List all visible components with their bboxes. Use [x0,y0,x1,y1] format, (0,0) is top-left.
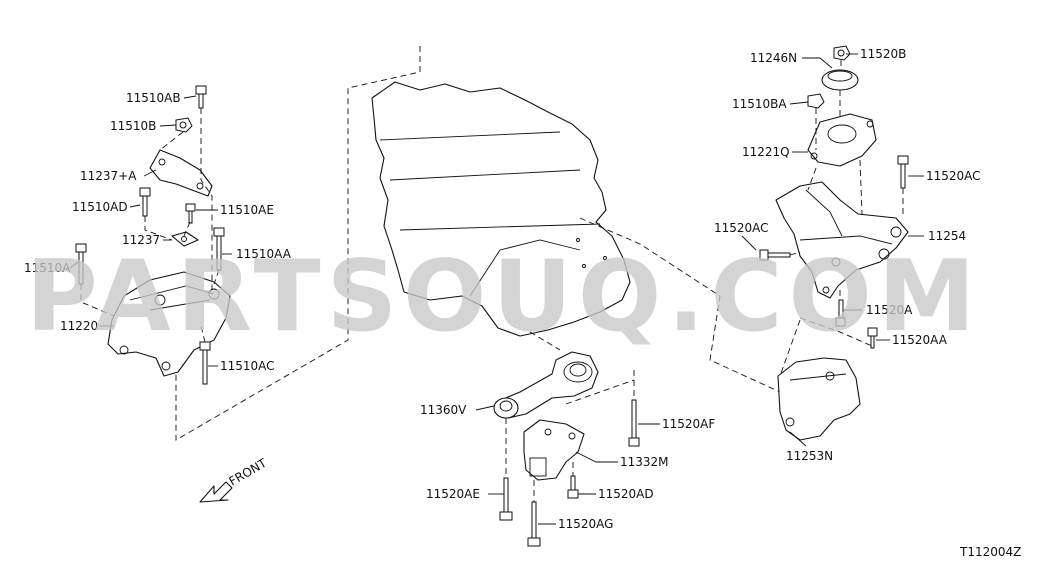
label-11520AE: 11520AE [426,487,480,501]
label-11520B: 11520B [860,47,906,61]
front-arrow-icon [199,481,233,503]
label-11510AA: 11510AA [236,247,292,261]
nut-11510B-icon [175,117,193,133]
label-11221Q: 11221Q [742,145,790,159]
label-11510AD: 11510AD [72,200,128,214]
torque-rod-assembly [493,351,640,547]
plate-11237-icon [171,231,199,247]
label-11510A: 11510A [24,261,71,275]
left-mount-assembly [75,85,231,385]
torque-rod-11360V [495,351,599,419]
engine-block [371,81,631,337]
label-11520AG: 11520AG [558,517,613,531]
bolt-11520A-icon [835,299,846,327]
label-11510B: 11510B [110,119,156,133]
label-11520AA: 11520AA [892,333,948,347]
front-label: FRONT [227,456,270,489]
bolt-11520AC-top-icon [897,155,909,189]
callout-labels: 11510AB 11510B 11237+A 11510AD 11510AE 1… [24,47,981,531]
mount-11253N [777,357,861,441]
nut-11510BA-icon [807,93,825,109]
nut-11520B-icon [833,45,851,61]
front-direction-indicator: FRONT [199,456,270,503]
bracket-11254 [775,181,909,299]
engine-phantom-right [579,217,781,393]
label-11520AC-top: 11520AC [926,169,981,183]
label-11220: 11220 [60,319,98,333]
label-11253N: 11253N [786,449,833,463]
label-11520AD: 11520AD [598,487,654,501]
bolt-11520AF-icon [628,399,640,447]
label-11510AB: 11510AB [126,91,181,105]
bolt-11520AE-icon [499,477,513,521]
label-11520A: 11520A [866,303,913,317]
cap-11246N-icon [821,69,859,91]
label-11520AC-left: 11520AC [714,221,769,235]
bolt-11510AE-icon [185,203,196,224]
bracket-11237A [149,149,213,197]
label-11360V: 11360V [420,403,467,417]
bolt-11510AD-icon [139,187,151,217]
label-11510AE: 11510AE [220,203,274,217]
label-11520AF: 11520AF [662,417,715,431]
label-11237A: 11237+A [80,169,137,183]
label-11246N: 11246N [750,51,797,65]
engine-phantom-bottom [529,331,561,351]
insulator-11221Q [807,113,877,167]
label-11510BA: 11510BA [732,97,787,111]
watermark: PARTSOUQ.COM [26,240,981,354]
label-11510AC: 11510AC [220,359,275,373]
reference-code: T112004Z [959,545,1021,559]
label-11237: 11237 [122,233,160,247]
bolt-11520AD-icon [567,475,579,499]
bolt-11520AA-icon [867,327,878,349]
right-mount-assembly [759,45,909,441]
leader-lines [69,53,924,525]
bolt-11510AB-icon [195,85,207,109]
engine-phantom-left [175,46,421,441]
bracket-11332M [523,419,585,481]
label-11254: 11254 [928,229,966,243]
label-11332M: 11332M [620,455,669,469]
